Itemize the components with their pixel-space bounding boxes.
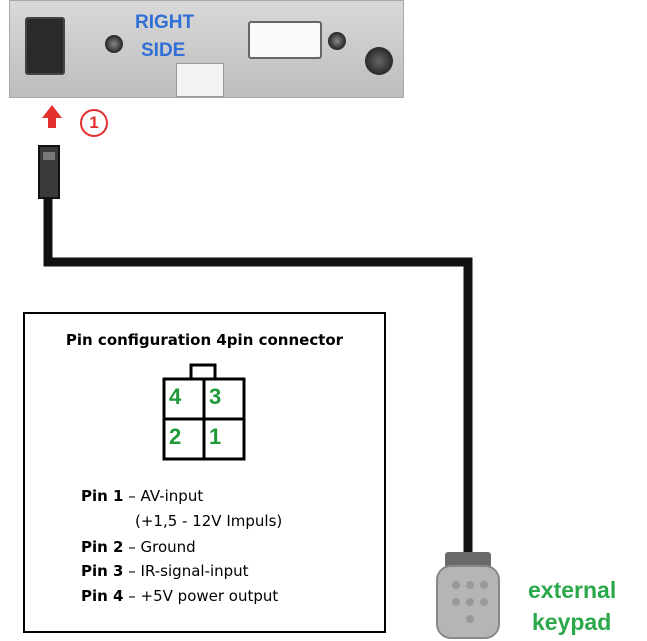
pin-label: Pin 4 [81, 587, 124, 605]
pin-desc: – +5V power output [128, 587, 279, 605]
red-arrow-icon [42, 105, 62, 128]
screw-icon [328, 32, 346, 50]
pin-configuration-box: Pin configuration 4pin connector 4 3 2 1… [23, 312, 386, 633]
pin-description: Pin 1 – AV-input [81, 487, 203, 505]
pin-description: Pin 3 – IR-signal-input [81, 562, 249, 580]
device-right-side-panel: RIGHT SIDE [9, 0, 404, 98]
pin-desc: – Ground [128, 538, 196, 556]
connector-pin-number: 4 [169, 384, 182, 409]
pin-desc: – AV-input [128, 487, 204, 505]
four-pin-connector-diagram [162, 363, 246, 461]
external-keypad-icon [436, 552, 500, 639]
rectangular-opening [248, 21, 322, 59]
pin-description: Pin 2 – Ground [81, 538, 196, 556]
callout-number: 1 [80, 109, 108, 137]
pin-label: Pin 3 [81, 562, 124, 580]
connector-pin-number: 2 [169, 424, 182, 449]
cable [43, 198, 473, 560]
four-pin-socket [25, 17, 65, 75]
pin-desc: (+1,5 - 12V Impuls) [135, 512, 283, 530]
pin-config-title: Pin configuration 4pin connector [65, 331, 344, 349]
pin-label: Pin 2 [81, 538, 124, 556]
keypad-label-keypad: keypad [532, 609, 612, 635]
pin-description: (+1,5 - 12V Impuls) [135, 512, 282, 530]
pin-description: Pin 4 – +5V power output [81, 587, 278, 605]
pin-desc: – IR-signal-input [128, 562, 249, 580]
keypad-label-external: external [528, 577, 617, 603]
pin-label: Pin 1 [81, 487, 124, 505]
panel-label-right: RIGHT [135, 12, 195, 33]
label-sticker [176, 63, 224, 97]
panel-label-side: SIDE [141, 40, 186, 61]
connector-pin-number: 3 [209, 384, 222, 409]
round-connector-icon [365, 47, 393, 75]
connector-pin-number: 1 [209, 424, 222, 449]
screw-icon [105, 35, 123, 53]
